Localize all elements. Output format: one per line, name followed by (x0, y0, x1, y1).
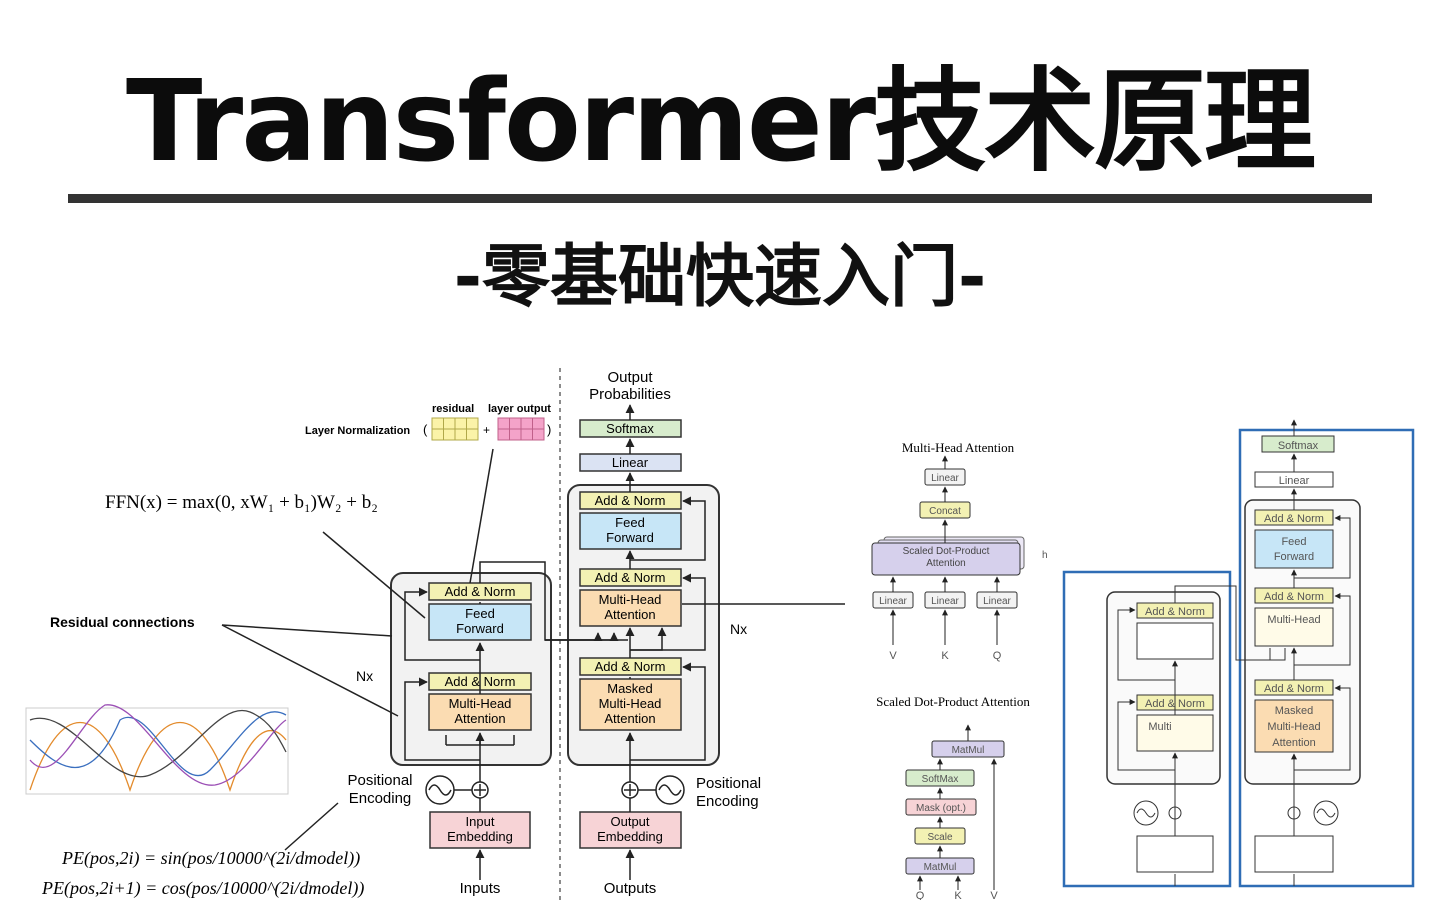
svg-text:Positional: Positional (696, 775, 761, 792)
svg-text:Forward: Forward (1274, 551, 1314, 563)
encoder-feed-forward (428, 603, 532, 641)
svg-text:Attention: Attention (604, 607, 655, 622)
title-divider (68, 194, 1372, 203)
layer-normalization-label: Layer Normalization (305, 425, 410, 437)
page-subtitle: -零基础快速入门- (453, 238, 987, 317)
svg-text:Scale: Scale (927, 832, 952, 843)
svg-text:Multi-Head: Multi-Head (599, 696, 662, 711)
output-embedding (579, 811, 682, 849)
svg-text:Linear: Linear (879, 596, 907, 607)
decoder-blue-frame (1238, 428, 1415, 888)
svg-text:Feed: Feed (465, 606, 495, 621)
svg-text:Multi-Head: Multi-Head (599, 592, 662, 607)
svg-text:Probabilities: Probabilities (589, 386, 671, 403)
svg-text:Masked: Masked (1275, 705, 1314, 717)
svg-text:Linear: Linear (931, 596, 959, 607)
svg-text:Embedding: Embedding (447, 829, 513, 844)
svg-text:Nx: Nx (730, 621, 747, 637)
svg-text:Mask (opt.): Mask (opt.) (916, 803, 966, 814)
svg-text:Multi-Head: Multi-Head (449, 696, 512, 711)
svg-text:Output: Output (607, 369, 653, 386)
svg-text:Linear: Linear (1279, 475, 1310, 487)
svg-text:Output: Output (610, 814, 649, 829)
right-transformer-diagram: Add & Norm Add & Norm Multi Softmax Line… (1062, 419, 1415, 888)
svg-text:Add & Norm: Add & Norm (595, 570, 666, 585)
svg-text:Masked: Masked (607, 681, 653, 696)
svg-text:Multi-Head: Multi-Head (1267, 721, 1320, 733)
svg-text:(: ( (423, 422, 428, 437)
encoder-blue-frame (1062, 570, 1232, 888)
pe-cos-formula: PE(pos,2i+1) = cos(pos/10000^(2i/dmodel)… (41, 878, 364, 899)
svg-text:Add & Norm: Add & Norm (1264, 591, 1324, 603)
scaled-dot-product-attention-diagram: Scaled Dot-Product Attention MatMul Soft… (876, 694, 1030, 900)
svg-text:Forward: Forward (606, 530, 654, 545)
main-transformer-diagram: Add & Norm Feed Forward Add & Norm Multi… (347, 368, 845, 900)
svg-text:Feed: Feed (615, 515, 645, 530)
svg-text:Inputs: Inputs (460, 880, 501, 897)
pe-sin-formula: PE(pos,2i) = sin(pos/10000^(2i/dmodel)) (61, 848, 360, 869)
svg-text:Multi-Head Attention: Multi-Head Attention (902, 440, 1015, 455)
svg-text:SoftMax: SoftMax (922, 774, 959, 785)
svg-text:Add & Norm: Add & Norm (1264, 683, 1324, 695)
svg-text:Encoding: Encoding (349, 790, 412, 807)
svg-text:Attention: Attention (454, 711, 505, 726)
svg-text:Feed: Feed (1281, 536, 1306, 548)
decoder-feed-forward (579, 512, 682, 550)
page-title: Transformer技术原理 (125, 57, 1316, 187)
decoder-multi-head-attention (579, 589, 682, 627)
decoder-masked-attention (579, 678, 682, 731)
svg-text:Outputs: Outputs (604, 880, 657, 897)
svg-text:Nx: Nx (356, 668, 373, 684)
svg-text:Scaled Dot-Product Attention: Scaled Dot-Product Attention (876, 694, 1030, 709)
svg-text:V: V (990, 890, 998, 900)
encoder-frame (390, 572, 552, 766)
svg-text:Input: Input (466, 814, 495, 829)
svg-text:residual: residual (432, 403, 474, 415)
svg-text:V: V (889, 650, 897, 662)
svg-text:Add & Norm: Add & Norm (1264, 513, 1324, 525)
svg-text:Add & Norm: Add & Norm (445, 584, 516, 599)
svg-text:+: + (483, 423, 490, 437)
svg-text:Softmax: Softmax (606, 421, 654, 436)
svg-text:Attention: Attention (604, 711, 655, 726)
svg-text:h: h (1042, 550, 1048, 561)
svg-text:Linear: Linear (612, 455, 649, 470)
multi-head-attention-diagram: Multi-Head Attention Linear Concat Scale… (871, 440, 1048, 662)
layer-output-grid (497, 417, 545, 441)
svg-text:Scaled Dot-Product: Scaled Dot-Product (903, 546, 990, 557)
residual-connections-label: Residual connections (50, 614, 195, 630)
svg-text:Attention: Attention (926, 558, 965, 569)
annotations: Layer Normalization ( residual layer out… (25, 403, 551, 899)
svg-text:Embedding: Embedding (597, 829, 663, 844)
svg-text:K: K (941, 650, 949, 662)
svg-text:Encoding: Encoding (696, 793, 759, 810)
residual-grid (431, 417, 479, 441)
svg-text:Softmax: Softmax (1278, 440, 1319, 452)
svg-text:Multi-Head: Multi-Head (1267, 614, 1320, 626)
svg-text:MatMul: MatMul (952, 745, 985, 756)
svg-text:Add & Norm: Add & Norm (595, 659, 666, 674)
pe-curves-plot (25, 704, 289, 795)
svg-text:Positional: Positional (347, 772, 412, 789)
svg-text:Forward: Forward (456, 621, 504, 636)
svg-text:MatMul: MatMul (924, 862, 957, 873)
svg-text:Concat: Concat (929, 506, 961, 517)
svg-text:Multi: Multi (1148, 721, 1171, 733)
svg-text:layer output: layer output (488, 403, 551, 415)
svg-text:Add & Norm: Add & Norm (1145, 606, 1205, 618)
svg-text:Attention: Attention (1272, 737, 1315, 749)
svg-text:Linear: Linear (983, 596, 1011, 607)
ffn-formula: FFN(x) = max(0, xW₁ + b₁)W₂ + b₂ (105, 492, 378, 513)
svg-text:Q: Q (916, 890, 925, 900)
svg-text:K: K (954, 890, 962, 900)
svg-text:Linear: Linear (931, 473, 959, 484)
svg-text:Q: Q (993, 650, 1002, 662)
svg-text:Add & Norm: Add & Norm (595, 493, 666, 508)
svg-text:): ) (547, 422, 551, 437)
